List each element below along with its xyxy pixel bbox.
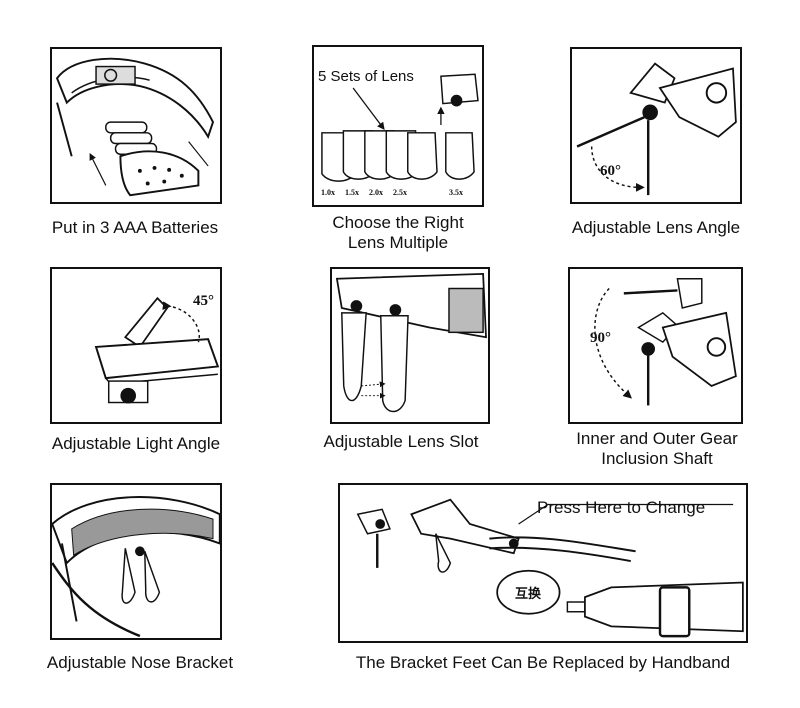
- caption-lens-angle: Adjustable Lens Angle: [571, 218, 741, 237]
- lens-mag-2: 1.5x: [345, 188, 359, 197]
- light-angle-illustration: [50, 267, 222, 424]
- label-stamp: 互换: [515, 586, 542, 601]
- lens-mag-1: 1.0x: [321, 188, 335, 197]
- caption-lens-multiple-1: Choose the Right: [332, 213, 464, 232]
- lens-mag-5: 3.5x: [449, 188, 463, 197]
- lens-multiple-illustration: [312, 45, 484, 207]
- caption-gear-1: Inner and Outer Gear: [576, 429, 738, 448]
- caption-lens-multiple-2: Lens Multiple: [347, 233, 449, 252]
- handband-illustration: [338, 483, 748, 643]
- label-press-here: Press Here to Change: [537, 498, 706, 517]
- nose-bracket-illustration: [50, 483, 222, 640]
- caption-batteries: Put in 3 AAA Batteries: [51, 218, 219, 237]
- label-angle-90: 90°: [590, 330, 611, 346]
- label-angle-45: 45°: [193, 293, 214, 309]
- label-angle-60: 60°: [600, 163, 621, 179]
- gear-shaft-illustration: [568, 267, 743, 424]
- caption-handband: The Bracket Feet Can Be Replaced by Hand…: [355, 653, 731, 672]
- label-lens-sets: 5 Sets of Lens: [318, 68, 414, 85]
- caption-light-angle: Adjustable Light Angle: [51, 434, 221, 453]
- lens-mag-3: 2.0x: [369, 188, 383, 197]
- lens-slot-illustration: [330, 267, 490, 424]
- lens-mag-4: 2.5x: [393, 188, 407, 197]
- caption-nose-bracket: Adjustable Nose Bracket: [46, 653, 234, 672]
- caption-gear-2: Inclusion Shaft: [601, 449, 713, 468]
- lens-angle-illustration: [570, 47, 742, 204]
- batteries-illustration: [50, 47, 222, 204]
- caption-lens-slot: Adjustable Lens Slot: [323, 432, 479, 451]
